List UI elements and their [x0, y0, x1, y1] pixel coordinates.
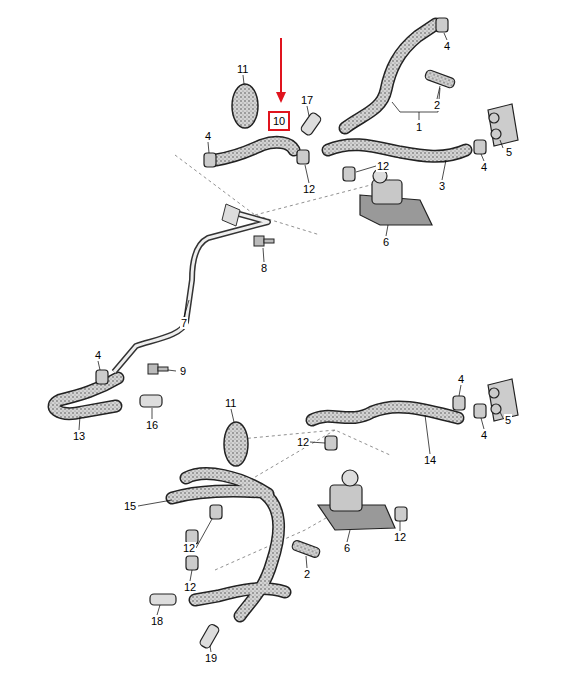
callout-number: 4 [457, 373, 465, 385]
callout-number: 18 [150, 615, 164, 627]
callout-number: 4 [480, 161, 488, 173]
callout-number: 7 [180, 317, 188, 329]
callout-number: 16 [145, 419, 159, 431]
callout-number: 14 [423, 454, 437, 466]
callout-number: 12 [183, 581, 197, 593]
callout-number: 12 [376, 160, 390, 172]
callout-number: 5 [505, 146, 513, 158]
callout-number: 4 [94, 349, 102, 361]
callout-number: 2 [433, 99, 441, 111]
callout-number: 6 [382, 236, 390, 248]
leader-lines [79, 33, 503, 652]
callout-number: 11 [224, 397, 237, 409]
callout-number: 13 [72, 430, 86, 442]
callout-number: 10 [270, 115, 288, 127]
bolts [148, 236, 274, 374]
highlight-box: 10 [268, 111, 290, 131]
callout-number: 17 [300, 94, 314, 106]
highlight-arrow [276, 38, 286, 103]
callout-number: 1 [415, 121, 423, 133]
callout-number: 8 [260, 262, 268, 274]
callout-number: 2 [303, 568, 311, 580]
connectors [140, 112, 322, 650]
callout-number: 3 [438, 180, 446, 192]
hoses [54, 24, 466, 616]
callout-number: 15 [123, 500, 137, 512]
callout-number: 12 [302, 183, 316, 195]
valve [318, 169, 432, 530]
callout-number: 4 [480, 429, 488, 441]
callout-number: 4 [443, 40, 451, 52]
callout-number: 11 [236, 63, 249, 75]
callout-number: 9 [179, 365, 187, 377]
callout-number: 6 [343, 542, 351, 554]
callout-number: 12 [182, 542, 196, 554]
perspective-lines [175, 155, 390, 570]
metal-pipe [114, 204, 268, 372]
bulkhead-connector [488, 104, 518, 421]
callout-number: 5 [504, 414, 512, 426]
callout-number: 4 [204, 130, 212, 142]
hose-clips [96, 18, 486, 570]
callout-number: 12 [296, 436, 310, 448]
callout-number: 12 [393, 531, 407, 543]
callout-number: 19 [204, 652, 218, 664]
